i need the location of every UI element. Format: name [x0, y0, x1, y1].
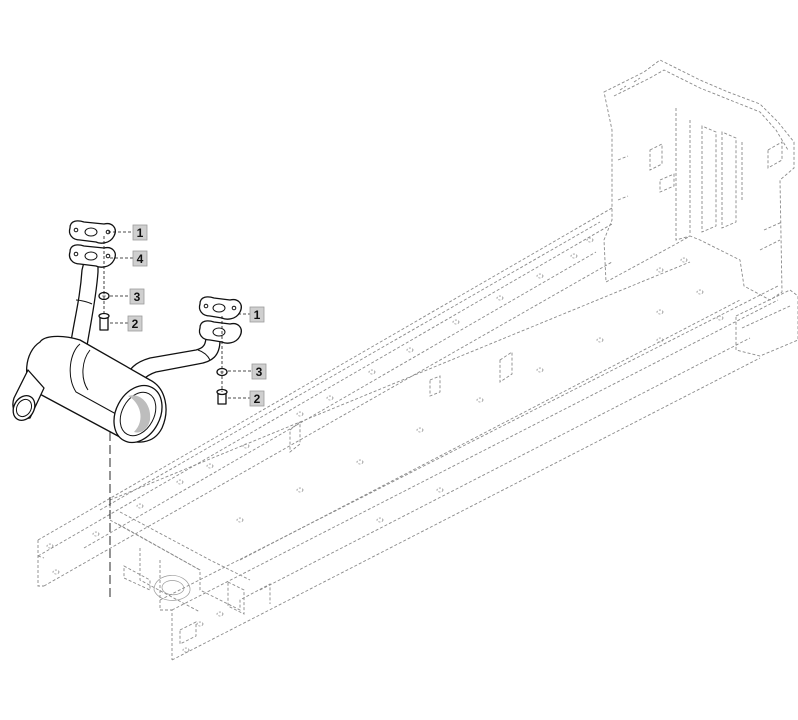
- upper-side-rail: [37, 207, 613, 587]
- flange-upper-left: [68, 244, 116, 268]
- callout-number: 1: [137, 226, 144, 240]
- muffler-body: [12, 335, 167, 444]
- callout-4-flange: 4: [110, 250, 148, 267]
- callout-number: 3: [256, 365, 263, 379]
- callout-2-bolt-right: 2: [228, 390, 265, 407]
- callout-number: 2: [132, 317, 139, 331]
- callout-number: 3: [134, 290, 141, 304]
- flange-right: [198, 320, 242, 344]
- callouts: 1 4 3 2 1 3: [108, 224, 267, 407]
- callout-number: 2: [254, 392, 261, 406]
- lower-side-rail: [109, 261, 779, 661]
- callout-3-washer-right: 3: [228, 363, 267, 380]
- callout-2-bolt-left: 2: [110, 315, 143, 332]
- callout-1-gasket-right: 1: [238, 306, 265, 323]
- gasket-right: [198, 296, 242, 320]
- callout-number: 4: [137, 252, 144, 266]
- callout-1-gasket-upper-left: 1: [108, 224, 148, 241]
- front-cross-member: [109, 500, 271, 645]
- bolt-left: [98, 312, 110, 331]
- bolt-right: [216, 388, 228, 405]
- callout-3-washer-left: 3: [110, 288, 145, 305]
- rear-upright-panel: [603, 59, 798, 357]
- chassis-frame: [37, 59, 798, 661]
- callout-number: 1: [254, 308, 261, 322]
- muffler-assembly: [12, 220, 242, 598]
- frame-holes: [46, 237, 724, 653]
